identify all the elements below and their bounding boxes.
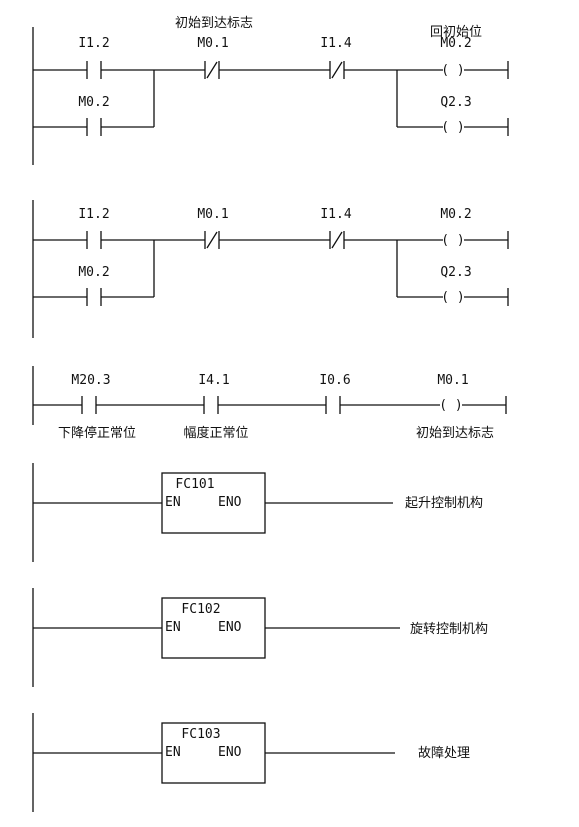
contact-label: I1.2 xyxy=(78,36,109,51)
comment: 幅度正常位 xyxy=(183,425,248,441)
coil-symbol: ( ) xyxy=(441,233,464,248)
contact-label: M0.2 xyxy=(78,265,109,280)
block-comment: 起升控制机构 xyxy=(405,496,483,511)
comment: 初始到达标志 xyxy=(175,16,253,31)
contact-label: I4.1 xyxy=(198,373,229,388)
en-pin: EN xyxy=(165,495,181,510)
coil-symbol: ( ) xyxy=(441,120,464,135)
contact-label: M0.1 xyxy=(197,36,228,51)
contact-label: I0.6 xyxy=(319,373,350,388)
coil-label: Q2.3 xyxy=(440,95,471,110)
block-comment: 旋转控制机构 xyxy=(410,622,488,637)
coil-symbol: ( ) xyxy=(439,398,462,413)
coil-label: M0.2 xyxy=(440,207,471,222)
fc-block-3: FC103 EN ENO 故障处理 xyxy=(32,713,470,812)
fc-block-1: FC101 EN ENO 起升控制机构 xyxy=(32,463,483,562)
comment: 回初始位 xyxy=(430,25,482,40)
block-name: FC103 xyxy=(181,727,220,742)
rung-2: ( ) ( ) I1.2 M0.2 M0.1 I1.4 M0.2 Q2.3 xyxy=(32,200,509,338)
eno-pin: ENO xyxy=(218,495,242,510)
contact-label: I1.4 xyxy=(320,207,351,222)
fc-block-2: FC102 EN ENO 旋转控制机构 xyxy=(32,588,488,687)
eno-pin: ENO xyxy=(218,745,242,760)
contact-label: M20.3 xyxy=(71,373,110,388)
coil-symbol: ( ) xyxy=(441,290,464,305)
contact-label: M0.2 xyxy=(78,95,109,110)
contact-label: I1.4 xyxy=(320,36,351,51)
contact-label: I1.2 xyxy=(78,207,109,222)
en-pin: EN xyxy=(165,745,181,760)
contact-label: M0.1 xyxy=(197,207,228,222)
comment: 初始到达标志 xyxy=(416,426,494,441)
block-comment: 故障处理 xyxy=(418,746,470,761)
coil-label: M0.2 xyxy=(440,36,471,51)
comment: 下降停正常位 xyxy=(58,425,136,441)
rung-1: ( ) ( ) I1.2 M0.2 M0.1 初始到达标志 I1.4 M0.2 … xyxy=(32,16,509,165)
en-pin: EN xyxy=(165,620,181,635)
eno-pin: ENO xyxy=(218,620,242,635)
coil-label: Q2.3 xyxy=(440,265,471,280)
coil-label: M0.1 xyxy=(437,373,468,388)
block-name: FC101 xyxy=(175,477,214,492)
coil-symbol: ( ) xyxy=(441,63,464,78)
block-name: FC102 xyxy=(181,602,220,617)
rung-3: ( ) M20.3 下降停正常位 I4.1 幅度正常位 I0.6 M0.1 初始… xyxy=(32,366,507,441)
